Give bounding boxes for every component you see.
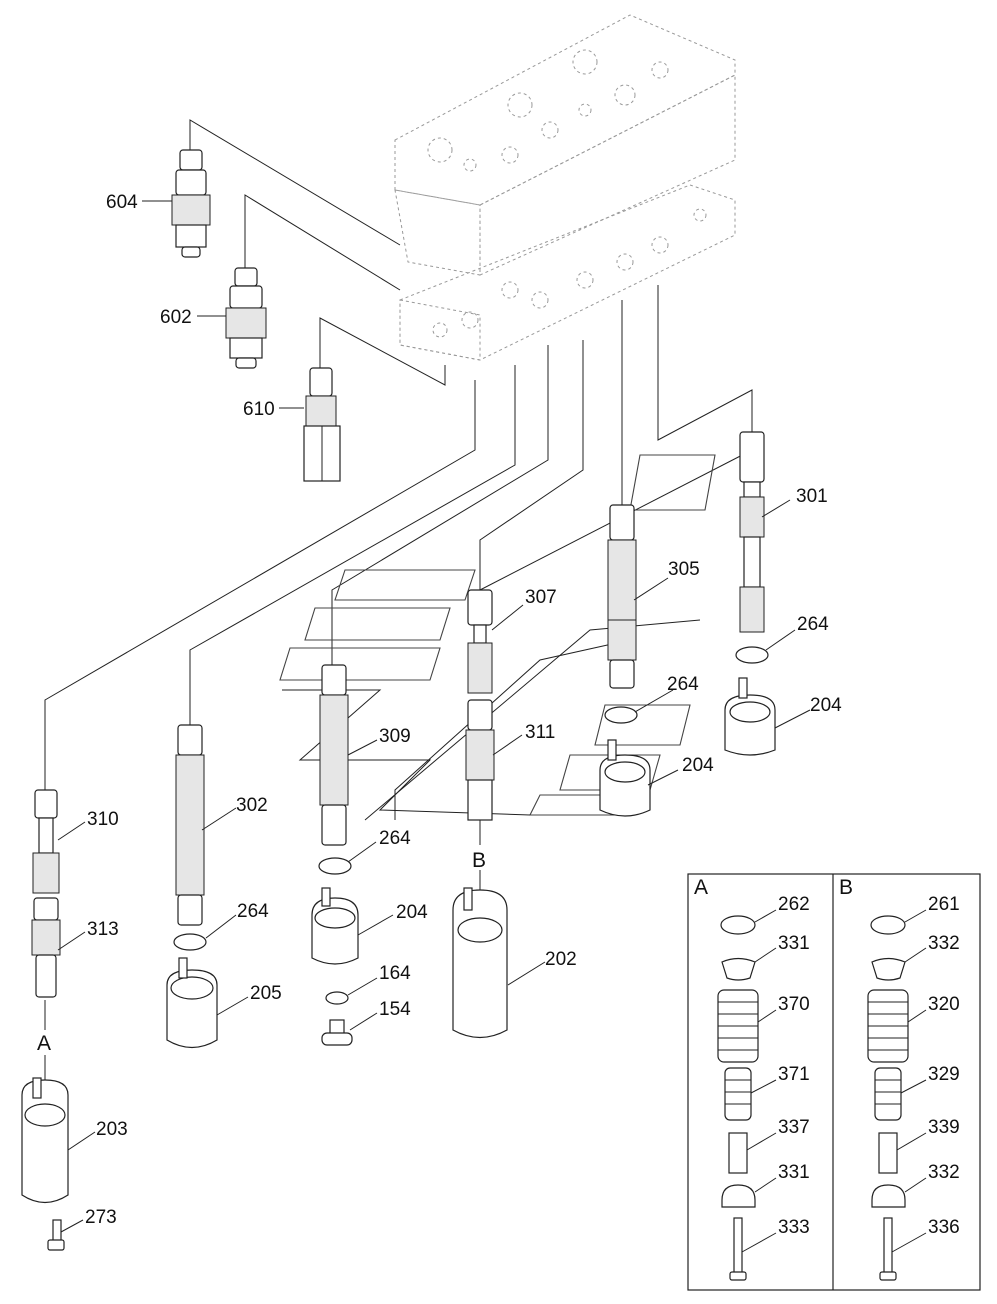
label-273: 273 — [85, 1207, 117, 1228]
label-264-b: 264 — [667, 674, 699, 695]
inset-a-title: A — [694, 876, 708, 899]
o-ring-264-c — [318, 857, 352, 875]
cartridge-602 — [225, 267, 267, 369]
inset-a-seat-bottom — [721, 1184, 756, 1208]
cap-204-c — [311, 887, 359, 965]
o-ring-264-a — [735, 646, 769, 664]
label-604: 604 — [106, 192, 138, 213]
label-264-d: 264 — [237, 901, 269, 922]
label-302: 302 — [236, 795, 268, 816]
cap-204-a — [724, 677, 776, 756]
spool-302 — [175, 724, 205, 926]
inset-b-spacer — [878, 1132, 898, 1174]
inset-b-spring-inner — [874, 1067, 902, 1121]
inset-b-label-2: 332 — [928, 933, 960, 954]
inset-a-label-6: 331 — [778, 1162, 810, 1183]
spool-301 — [739, 431, 765, 633]
label-610: 610 — [243, 399, 275, 420]
o-ring-264-b — [604, 706, 638, 724]
inset-b-label-7: 336 — [928, 1217, 960, 1238]
inset-a-bolt — [733, 1217, 743, 1277]
label-154: 154 — [379, 999, 411, 1020]
inset-b-bolt — [883, 1217, 893, 1277]
explosion-lines — [44, 119, 753, 1200]
label-301: 301 — [796, 486, 828, 507]
inset-a-label-7: 333 — [778, 1217, 810, 1238]
spool-307 — [467, 589, 493, 694]
label-202: 202 — [545, 949, 577, 970]
label-205: 205 — [250, 983, 282, 1004]
inset-a-label-5: 337 — [778, 1117, 810, 1138]
mark-b: B — [472, 849, 486, 872]
label-204-b: 204 — [682, 755, 714, 776]
mark-a: A — [37, 1032, 51, 1055]
inset-a-label-2: 331 — [778, 933, 810, 954]
inset-detail-box: A B — [687, 873, 981, 1291]
cap-205 — [166, 957, 218, 1049]
o-ring-264-d — [173, 933, 207, 951]
spool-309 — [319, 664, 349, 846]
label-203: 203 — [96, 1119, 128, 1140]
inset-b-label-5: 339 — [928, 1117, 960, 1138]
cap-202 — [452, 887, 508, 1039]
label-311: 311 — [525, 722, 555, 743]
inset-a-label-3: 370 — [778, 994, 810, 1015]
plug-154 — [321, 1019, 353, 1046]
label-264-c: 264 — [379, 828, 411, 849]
inset-b-seat-top — [871, 957, 906, 981]
inset-b-label-4: 329 — [928, 1064, 960, 1085]
inset-a-spring-inner — [724, 1067, 752, 1121]
cap-204-b — [599, 739, 651, 817]
inset-a-label-4: 371 — [778, 1064, 810, 1085]
label-264-a: 264 — [797, 614, 829, 635]
cartridge-604 — [171, 149, 211, 258]
spool-310 — [32, 789, 60, 894]
o-ring-164 — [325, 991, 349, 1005]
inset-a-ring — [720, 915, 756, 935]
inset-b-ring — [870, 915, 906, 935]
valve-body-ghost — [394, 14, 736, 361]
inset-b-seat-bottom — [871, 1184, 906, 1208]
inset-a-seat-top — [721, 957, 756, 981]
inset-b-spring-outer — [867, 989, 909, 1063]
label-leaders — [57, 200, 811, 1233]
spool-305 — [607, 504, 637, 689]
label-602: 602 — [160, 307, 192, 328]
label-204-a: 204 — [810, 695, 842, 716]
label-310: 310 — [87, 809, 119, 830]
label-309: 309 — [379, 726, 411, 747]
inset-a-label-1: 262 — [778, 894, 810, 915]
label-307: 307 — [525, 587, 557, 608]
inset-b-title: B — [839, 876, 853, 899]
spool-311 — [465, 699, 495, 821]
cartridge-610 — [303, 367, 341, 482]
inset-a-spacer — [728, 1132, 748, 1174]
inset-a-spring-outer — [717, 989, 759, 1063]
label-204-c: 204 — [396, 902, 428, 923]
cap-203 — [21, 1077, 69, 1204]
inset-b-label-3: 320 — [928, 994, 960, 1015]
spool-313 — [31, 897, 61, 998]
bolt-273 — [47, 1219, 65, 1251]
label-164: 164 — [379, 963, 411, 984]
inset-b-label-6: 332 — [928, 1162, 960, 1183]
label-313: 313 — [87, 919, 119, 940]
label-305: 305 — [668, 559, 700, 580]
inset-b-label-1: 261 — [928, 894, 960, 915]
